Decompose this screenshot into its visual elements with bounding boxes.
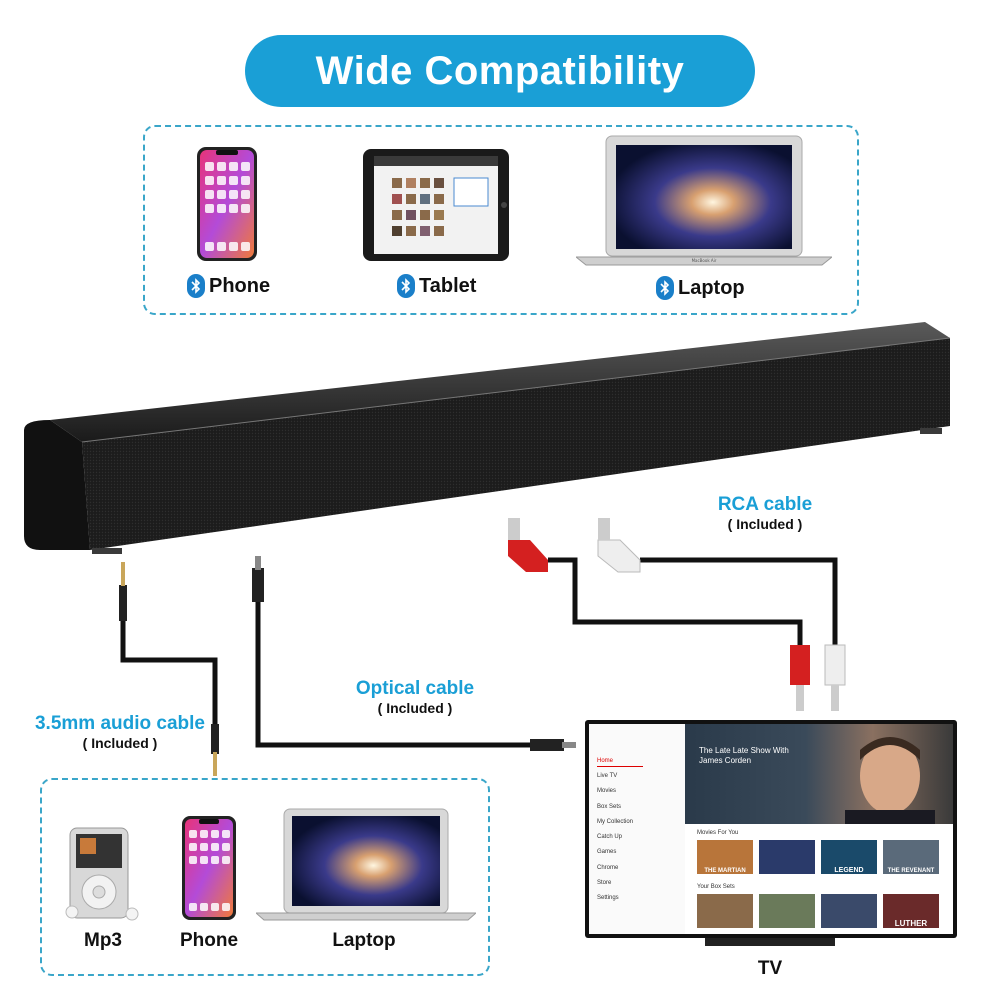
bottom-devices-box	[40, 778, 490, 976]
tv-tile: THE REVENANT	[883, 840, 939, 874]
bottom-phone-label: Phone	[179, 930, 239, 951]
top-phone-label: Phone	[187, 274, 270, 298]
rca-cable-label: RCA cable ( Included )	[717, 494, 813, 532]
tv-screen: Home Live TV Movies Box Sets My Collecti…	[589, 724, 953, 934]
tv-tile	[821, 894, 877, 928]
aux-cable-label: 3.5mm audio cable ( Included )	[34, 713, 205, 751]
top-devices-box	[143, 125, 859, 315]
tv-row-title: Movies For You	[697, 830, 739, 836]
bottom-laptop-label: Laptop	[332, 930, 396, 951]
rca-red-plug	[508, 518, 810, 711]
phone-image	[197, 147, 257, 261]
tv-menu-item: Movies	[597, 788, 617, 794]
laptop-image: MacBook Air	[576, 135, 832, 266]
tv-menu-item: Home	[597, 758, 614, 764]
title-banner: Wide Compatibility	[245, 35, 755, 107]
tv-menu-item: My Collection	[597, 819, 634, 825]
tv-menu-item: Chrome	[597, 865, 619, 871]
tv-menu-item: Store	[597, 880, 612, 886]
tv-menu: Home Live TV Movies Box Sets My Collecti…	[589, 724, 685, 934]
phone-image	[182, 816, 236, 920]
tv-hero: The Late Late Show With James Corden	[685, 724, 953, 824]
tv-tile: LEGEND	[821, 840, 877, 874]
soundbar-image	[24, 322, 951, 554]
tv-tile	[759, 894, 815, 928]
tv-menu-item: Catch Up	[597, 834, 623, 840]
laptop-image	[256, 808, 476, 921]
laptop-brand: MacBook Air	[692, 258, 717, 263]
tv-menu-item: Box Sets	[597, 804, 622, 810]
tv-row-title: Your Box Sets	[697, 884, 735, 890]
optical-cable-label: Optical cable ( Included )	[355, 678, 475, 716]
tv-tile	[759, 840, 815, 874]
tv-hero-title: The Late Late Show With James Corden	[699, 746, 789, 765]
tv-menu-item: Settings	[597, 895, 619, 901]
bottom-mp3-label: Mp3	[84, 930, 122, 951]
tv-stand	[705, 938, 835, 946]
rca-white-plug	[597, 518, 846, 711]
top-laptop-label: Laptop	[656, 276, 745, 300]
top-tablet-label: Tablet	[397, 274, 476, 298]
tv-tile: LUTHER	[883, 894, 939, 928]
tablet-image	[363, 149, 509, 261]
tv-menu-item: Games	[597, 849, 617, 855]
tv-menu-item: Live TV	[597, 773, 618, 779]
tv-image: Home Live TV Movies Box Sets My Collecti…	[585, 720, 957, 938]
bluetooth-icon	[187, 274, 205, 298]
bluetooth-icon	[656, 276, 674, 300]
bluetooth-icon	[397, 274, 415, 298]
mp3-image	[65, 827, 139, 921]
tv-tile: THE MARTIAN	[697, 840, 753, 874]
tv-label: TV	[757, 958, 783, 979]
tv-tile	[697, 894, 753, 928]
